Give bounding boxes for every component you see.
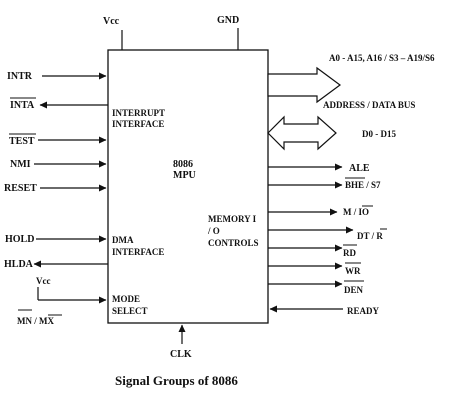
nmi-label: NMI — [10, 159, 31, 170]
mode-vcc-label: Vcc — [36, 276, 51, 286]
memio-group-line3: CONTROLS — [208, 238, 259, 248]
data-signals-label: D0 - D15 — [362, 129, 396, 139]
address-data-bus-label: ADDRESS / DATA BUS — [323, 100, 415, 110]
mn-mx-label: MN / MX — [17, 316, 54, 326]
hold-label: HOLD — [5, 234, 34, 245]
ready-label: READY — [347, 306, 380, 316]
mio-label: M / IO — [343, 207, 369, 217]
intr-label: INTR — [7, 71, 33, 82]
bhe-label: BHE / S7 — [345, 180, 381, 190]
memio-group-line2: / O — [207, 226, 220, 236]
ale-label: ALE — [349, 163, 370, 174]
interrupt-group-line2: INTERFACE — [112, 119, 164, 129]
vcc-label: Vcc — [103, 16, 120, 27]
address-signals-label: A0 - A15, A16 / S3 – A19/S6 — [329, 53, 435, 63]
data-bus-arrow — [267, 115, 337, 151]
interrupt-group-line1: INTERRUPT — [112, 108, 165, 118]
cpu-block — [107, 49, 269, 324]
cpu-label-line2: MPU — [173, 170, 196, 181]
memio-group-line1: MEMORY I — [208, 214, 257, 224]
wr-label: WR — [345, 266, 361, 276]
mode-group-line2: SELECT — [112, 306, 148, 316]
test-label: TEST — [9, 136, 35, 147]
reset-label: RESET — [4, 183, 37, 194]
dma-group-line1: DMA — [112, 235, 134, 245]
cpu-label-line1: 8086 — [173, 159, 193, 170]
diagram-caption: Signal Groups of 8086 — [115, 373, 238, 388]
dma-group-line2: INTERFACE — [112, 247, 164, 257]
hlda-label: HLDA — [4, 259, 34, 270]
rd-label: RD — [343, 248, 356, 258]
mode-group-line1: MODE — [112, 294, 140, 304]
dtr-label: DT / R — [357, 231, 383, 241]
clk-label: CLK — [170, 349, 192, 360]
den-label: DEN — [344, 285, 364, 295]
gnd-label: GND — [217, 15, 239, 26]
address-bus-arrow — [267, 66, 342, 104]
inta-label: INTA — [10, 100, 35, 111]
